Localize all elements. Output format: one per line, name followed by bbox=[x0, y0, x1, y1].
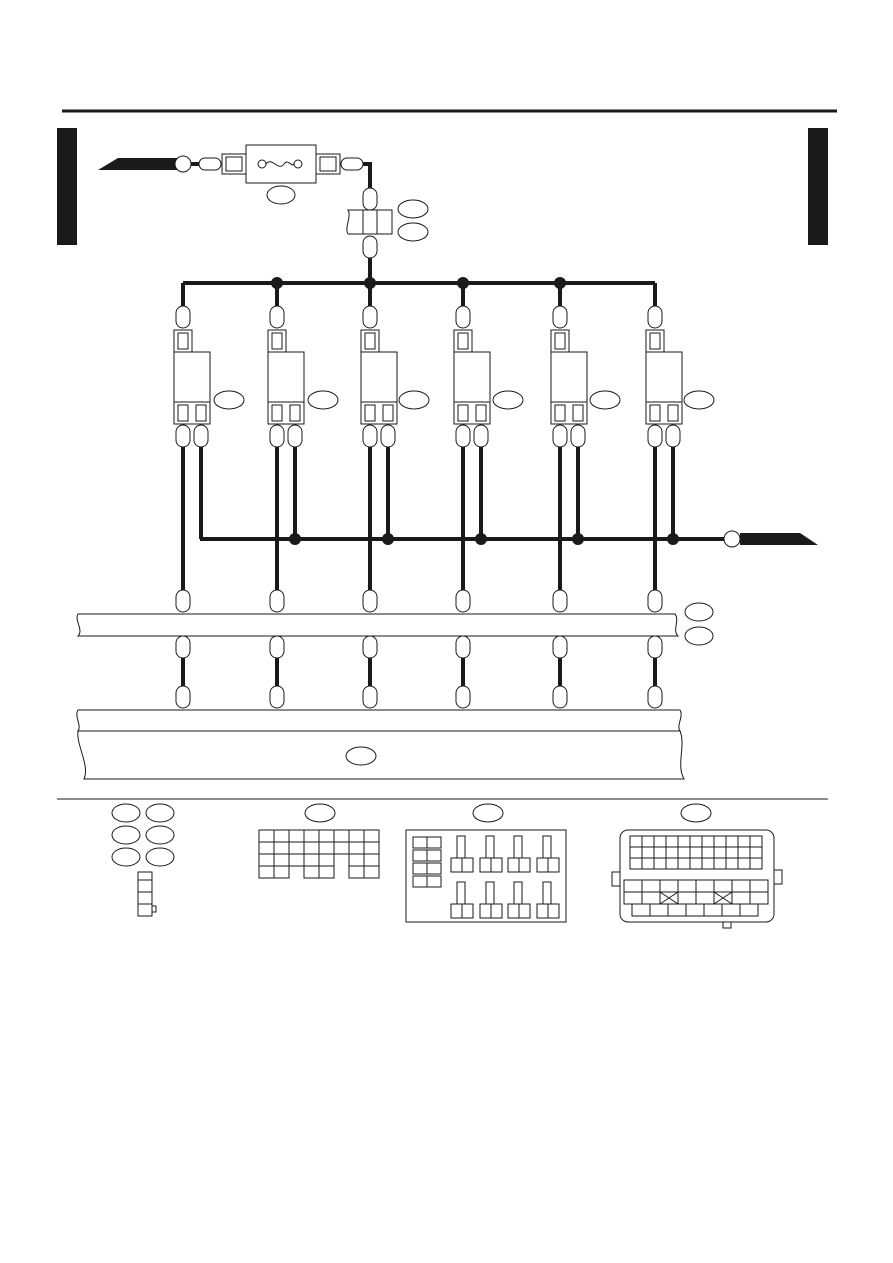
fuse-box bbox=[245, 144, 317, 184]
feed-connector bbox=[346, 187, 429, 283]
ground-terminal bbox=[723, 530, 741, 548]
right-section-tab bbox=[808, 128, 828, 245]
branch-tag bbox=[492, 390, 524, 410]
connector-face-2 bbox=[258, 803, 380, 879]
ground-arrow bbox=[740, 533, 818, 545]
connector-face-4 bbox=[611, 803, 783, 929]
supply-terminal bbox=[174, 155, 192, 173]
branch-unit bbox=[360, 283, 430, 732]
ground-junction bbox=[572, 533, 584, 545]
branch-unit bbox=[645, 283, 715, 732]
branch-unit bbox=[550, 283, 621, 732]
branch-module bbox=[645, 351, 683, 403]
harness-band-upper bbox=[76, 613, 680, 637]
branch-module bbox=[550, 351, 588, 403]
small-connector-group bbox=[111, 803, 175, 917]
control-unit-tag bbox=[345, 746, 377, 766]
branch-unit bbox=[453, 283, 524, 732]
branch-units bbox=[173, 277, 715, 732]
band-tag-2 bbox=[684, 626, 714, 646]
branch-module bbox=[173, 351, 211, 403]
branch-module bbox=[360, 351, 398, 403]
control-unit-body bbox=[77, 730, 685, 780]
ground-junction bbox=[475, 533, 487, 545]
supply-line bbox=[98, 144, 372, 205]
left-section-tab bbox=[57, 128, 77, 245]
branch-tag bbox=[683, 390, 715, 410]
connector-face-3 bbox=[405, 803, 567, 923]
branch-module bbox=[453, 351, 491, 403]
ground-junction bbox=[289, 533, 301, 545]
ground-junction bbox=[382, 533, 394, 545]
branch-unit bbox=[173, 283, 245, 732]
fuse-tag bbox=[266, 185, 296, 205]
band-tag-1 bbox=[684, 602, 714, 622]
branch-tag bbox=[589, 390, 621, 410]
feed-tag-2 bbox=[397, 222, 429, 242]
control-unit-header bbox=[76, 709, 682, 732]
ground-junction bbox=[667, 533, 679, 545]
feed-tag-1 bbox=[397, 199, 429, 219]
branch-tag bbox=[307, 390, 339, 410]
small-connector-face bbox=[137, 871, 153, 917]
branch-module bbox=[267, 351, 305, 403]
branch-tag bbox=[398, 390, 430, 410]
branch-unit bbox=[267, 283, 339, 732]
branch-tag bbox=[213, 390, 245, 410]
